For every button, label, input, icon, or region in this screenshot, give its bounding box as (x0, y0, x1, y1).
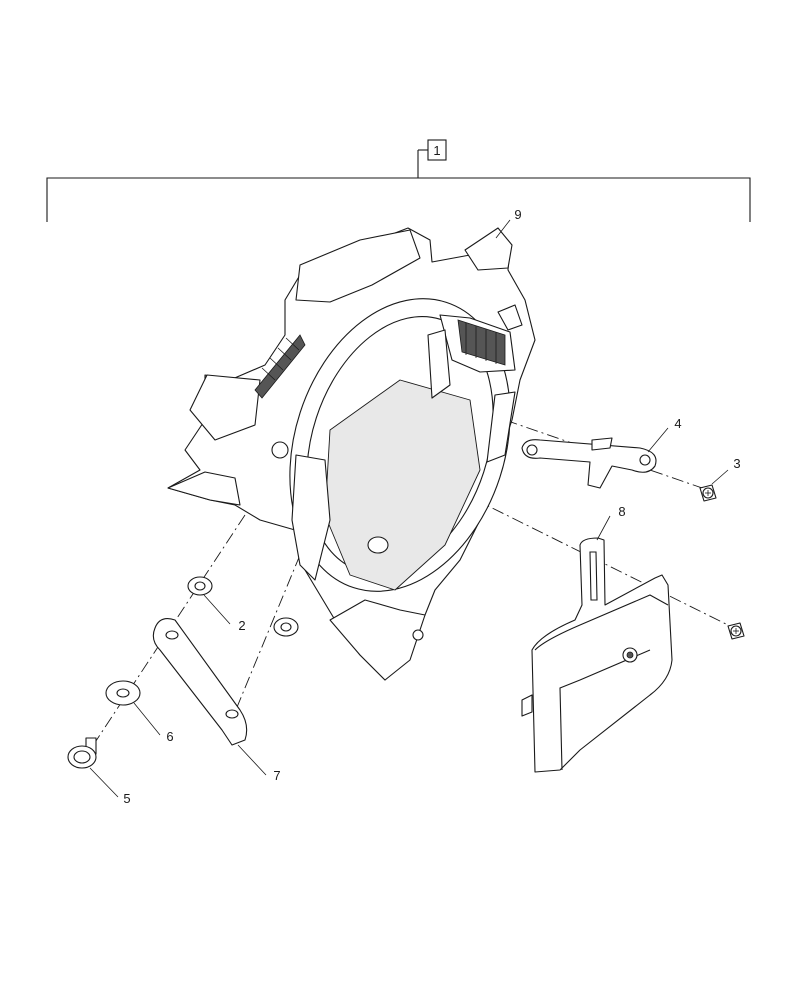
housing-part (167, 227, 536, 681)
callout-label-1: 1 (433, 143, 440, 158)
clip-part (521, 437, 657, 489)
housing-grille-left (254, 334, 306, 399)
callout-8: 8 (596, 504, 626, 541)
screw-upper (699, 484, 717, 502)
callout-label-4: 4 (674, 416, 681, 431)
washer-lower (105, 680, 141, 706)
housing-grille-right (457, 319, 506, 366)
callout-label-9: 9 (514, 207, 521, 222)
callout-label-5: 5 (123, 791, 130, 806)
callout-6: 6 (133, 702, 174, 744)
cover-part (521, 537, 673, 773)
callout-5: 5 (89, 767, 131, 806)
callout-label-7: 7 (273, 768, 280, 783)
callout-3: 3 (711, 456, 741, 485)
strap-part (152, 618, 248, 746)
callout-label-3: 3 (733, 456, 740, 471)
washer-upper (187, 576, 213, 596)
washer-second (273, 617, 299, 637)
callout-label-2: 2 (238, 618, 245, 633)
callout-label-6: 6 (166, 729, 173, 744)
callout-9: 9 (495, 207, 522, 239)
callout-7: 7 (237, 744, 281, 783)
callout-4: 4 (647, 416, 682, 453)
callout-label-8: 8 (618, 504, 625, 519)
screw-lower (727, 622, 745, 640)
callout-2: 2 (203, 594, 246, 633)
assembly-bracket: 1 (46, 139, 751, 222)
pin-part (67, 737, 97, 769)
